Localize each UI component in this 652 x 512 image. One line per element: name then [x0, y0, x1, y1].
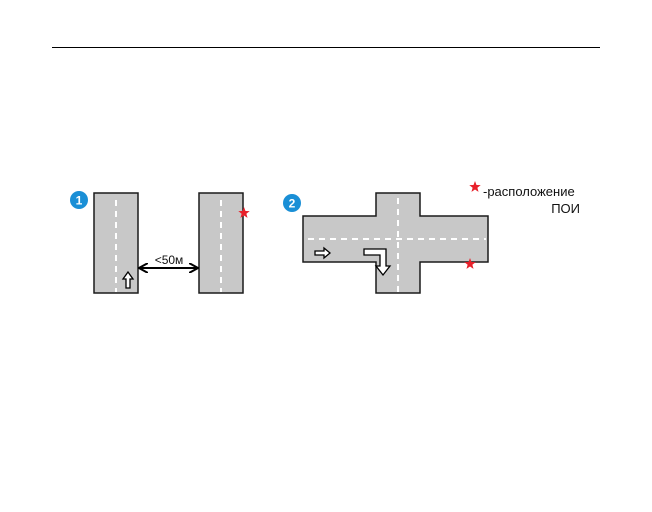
legend-line-1: -расположение — [483, 184, 575, 199]
legend-poi-star-icon — [469, 181, 480, 192]
scenario-2-badge-number: 2 — [289, 197, 296, 211]
road-right — [199, 193, 243, 293]
legend: -расположение ПОИ — [469, 181, 580, 216]
scenario-2: 2 — [283, 193, 488, 293]
scenario-1: 1 <50м — [70, 191, 250, 293]
scenario-2-badge: 2 — [283, 194, 301, 212]
legend-line-2: ПОИ — [551, 201, 580, 216]
scenario-1-badge-number: 1 — [76, 194, 83, 208]
scenario-1-badge: 1 — [70, 191, 88, 209]
intersection-road — [303, 193, 488, 293]
distance-label: <50м — [155, 253, 184, 267]
